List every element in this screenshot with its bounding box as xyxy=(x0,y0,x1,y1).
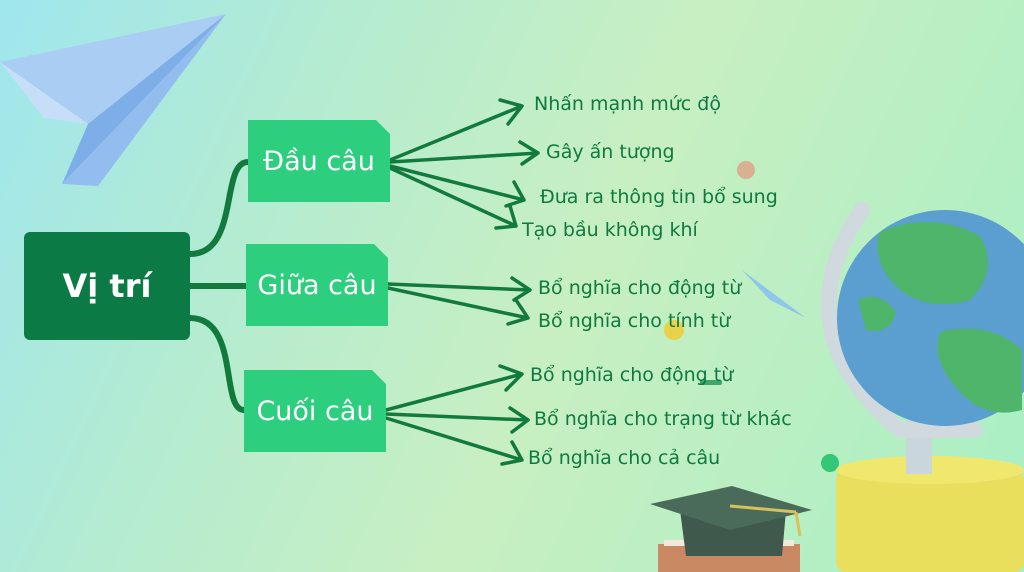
graduation-cap-icon xyxy=(650,486,812,572)
arrow-cuoi-cau-3 xyxy=(384,416,524,466)
leaf-text: Gây ấn tượng xyxy=(546,141,675,163)
leaf-text: Đưa ra thông tin bổ sung xyxy=(540,186,778,208)
leaf-text: Bổ nghĩa cho cả câu xyxy=(528,447,721,469)
connector-root-dau-cau xyxy=(187,159,251,257)
arrow-dau-cau-3 xyxy=(388,164,526,208)
leaf-text: Tạo bầu không khí xyxy=(522,219,698,241)
arrow-dau-cau-4 xyxy=(388,166,518,230)
branch-node-cuoi-cau: Cuối câu xyxy=(244,370,386,452)
arrow-dau-cau-1 xyxy=(388,98,524,162)
leaf-text: Bổ nghĩa cho động từ xyxy=(538,277,742,299)
branch-node-giua-cau: Giữa câu xyxy=(246,244,388,326)
arrow-dau-cau-2 xyxy=(388,140,540,166)
dash-decoration xyxy=(700,380,722,385)
root-node: Vị trí xyxy=(24,232,190,340)
leaf-text: Nhấn mạnh mức độ xyxy=(534,93,721,115)
globe-icon xyxy=(820,202,1024,572)
small-plane-icon xyxy=(742,270,806,318)
branch-node-dau-cau: Đầu câu xyxy=(248,120,390,202)
dot-decoration xyxy=(737,161,755,179)
connector-root-cuoi-cau xyxy=(187,315,247,413)
leaf-text: Bổ nghĩa cho động từ xyxy=(530,364,734,386)
arrow-cuoi-cau-1 xyxy=(384,364,524,412)
paper-plane-icon xyxy=(0,14,226,186)
dot-decoration xyxy=(664,320,684,340)
dot-decoration xyxy=(821,454,839,472)
arrow-giua-cau-1 xyxy=(386,276,532,302)
arrow-giua-cau-2 xyxy=(386,286,530,326)
leaf-text: Bổ nghĩa cho tính từ xyxy=(538,310,731,332)
arrow-cuoi-cau-2 xyxy=(384,406,530,434)
leaf-text: Bổ nghĩa cho trạng từ khác xyxy=(534,408,792,430)
